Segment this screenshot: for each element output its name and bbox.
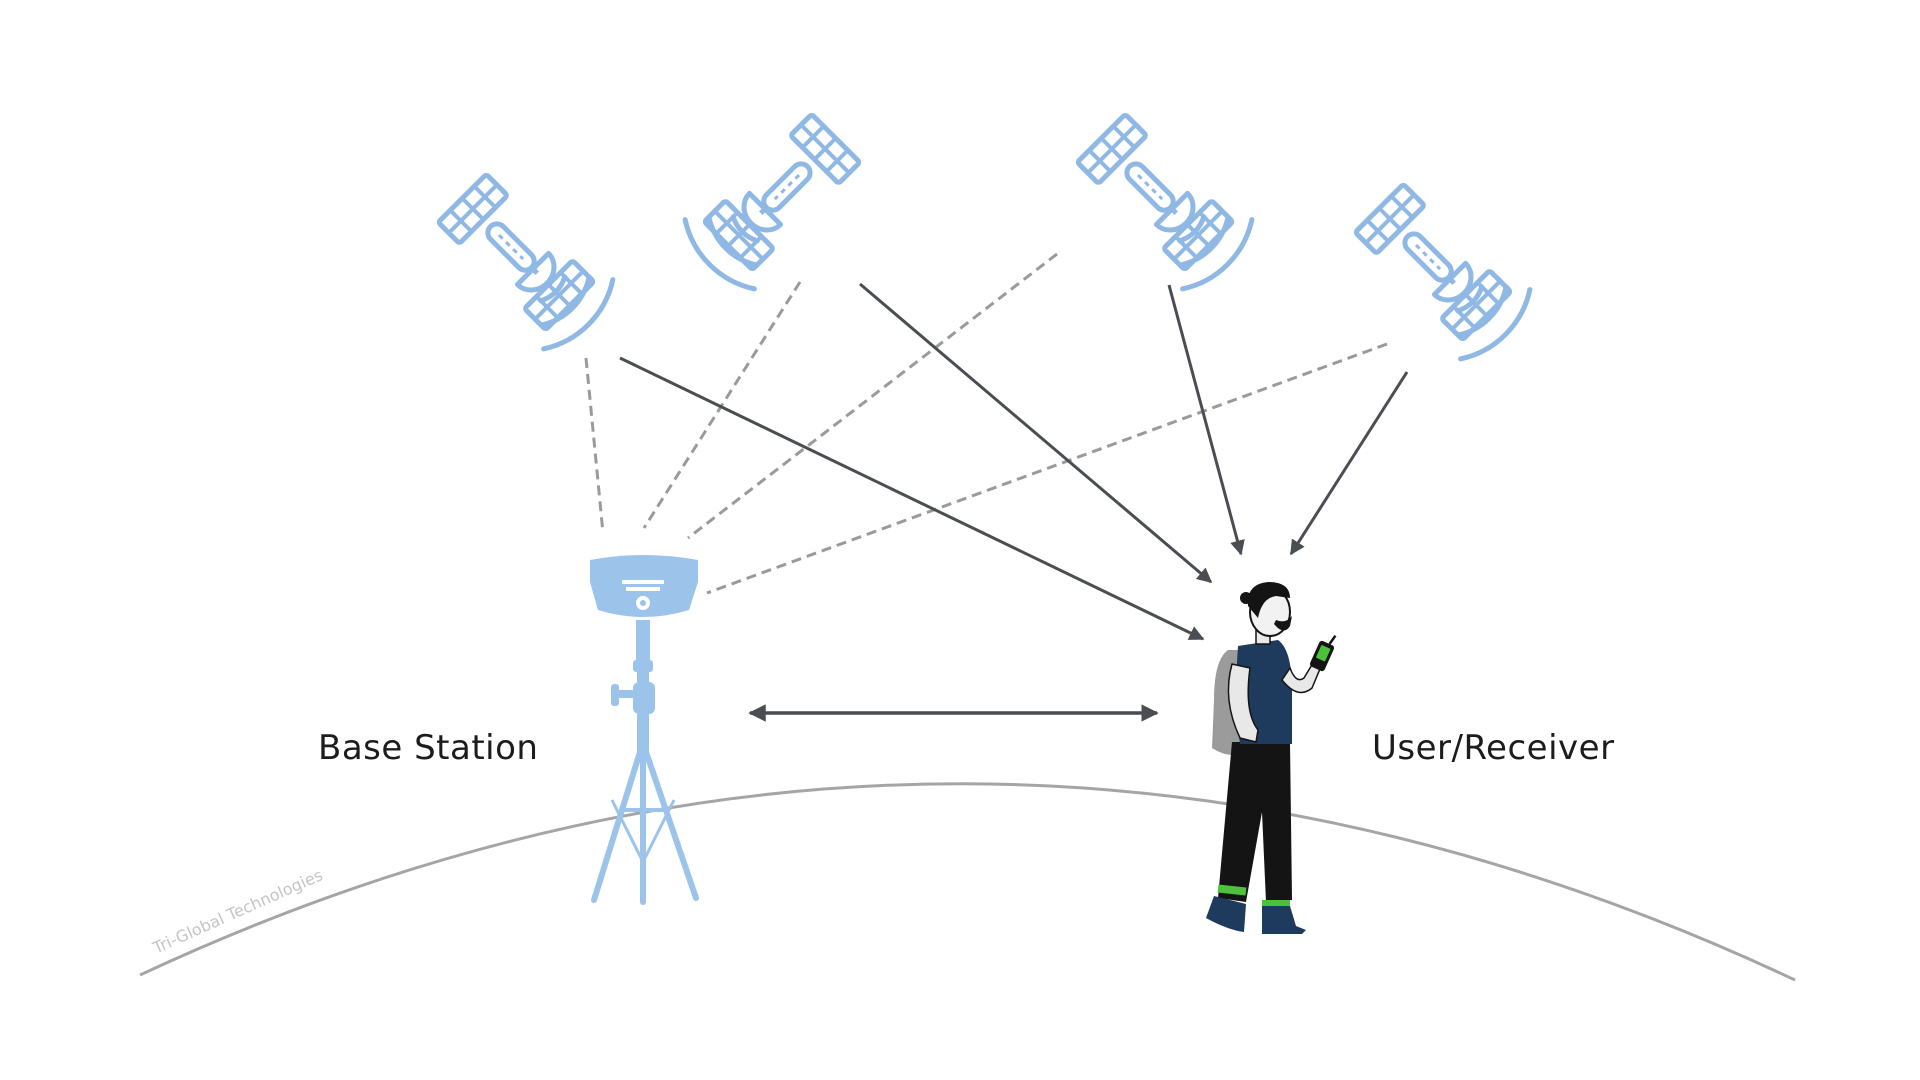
base-station-icon <box>590 555 699 905</box>
reference-signal-line <box>687 252 1058 540</box>
direct-signal-arrow <box>619 356 1205 641</box>
direct-signal-arrow <box>1167 284 1245 556</box>
direct-signals <box>619 282 1409 641</box>
base-station-label: Base Station <box>318 728 539 768</box>
earth-surface-arc <box>139 782 1796 982</box>
satellite-icon <box>1345 174 1541 370</box>
direct-signal-arrow <box>1289 371 1409 556</box>
person-icon <box>1206 582 1337 934</box>
reference-signal-line <box>584 357 605 534</box>
reference-signal-line <box>706 342 1388 595</box>
satellite-icon <box>428 164 624 360</box>
satellite-icon <box>675 104 871 300</box>
satellite-icon <box>1067 104 1263 300</box>
gnss-handheld-icon <box>1309 634 1337 672</box>
reference-signal-line <box>642 281 802 529</box>
direct-signal-arrow <box>859 282 1213 584</box>
user-receiver-label: User/Receiver <box>1372 728 1615 768</box>
reference-signals <box>584 252 1388 595</box>
